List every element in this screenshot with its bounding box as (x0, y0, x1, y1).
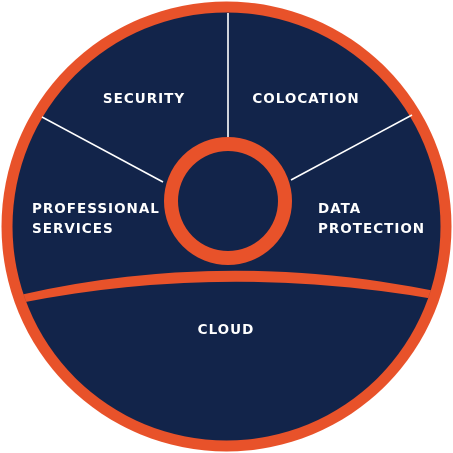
segment-data-protection: DATA PROTECTION (318, 201, 425, 237)
segment-label-line: DATA (318, 201, 361, 217)
segment-cloud: CLOUD (198, 322, 255, 338)
center-hub-ring (164, 137, 292, 265)
divider-upper-left (41, 116, 164, 183)
segment-security: SECURITY (103, 91, 185, 107)
segment-professional-services: PROFESSIONAL SERVICES (32, 201, 160, 237)
segment-label-line: CLOUD (198, 322, 255, 338)
segment-label-line: SERVICES (32, 221, 114, 237)
segment-label-line: COLOCATION (252, 91, 359, 107)
segment-label-line: SECURITY (103, 91, 185, 107)
cloud-separator-arc (20, 270, 440, 303)
divider-upper-right (290, 114, 413, 181)
segment-label-line: PROTECTION (318, 221, 425, 237)
navy-disc (12, 12, 441, 441)
segment-label-line: PROFESSIONAL (32, 201, 160, 217)
segment-colocation: COLOCATION (252, 91, 359, 107)
